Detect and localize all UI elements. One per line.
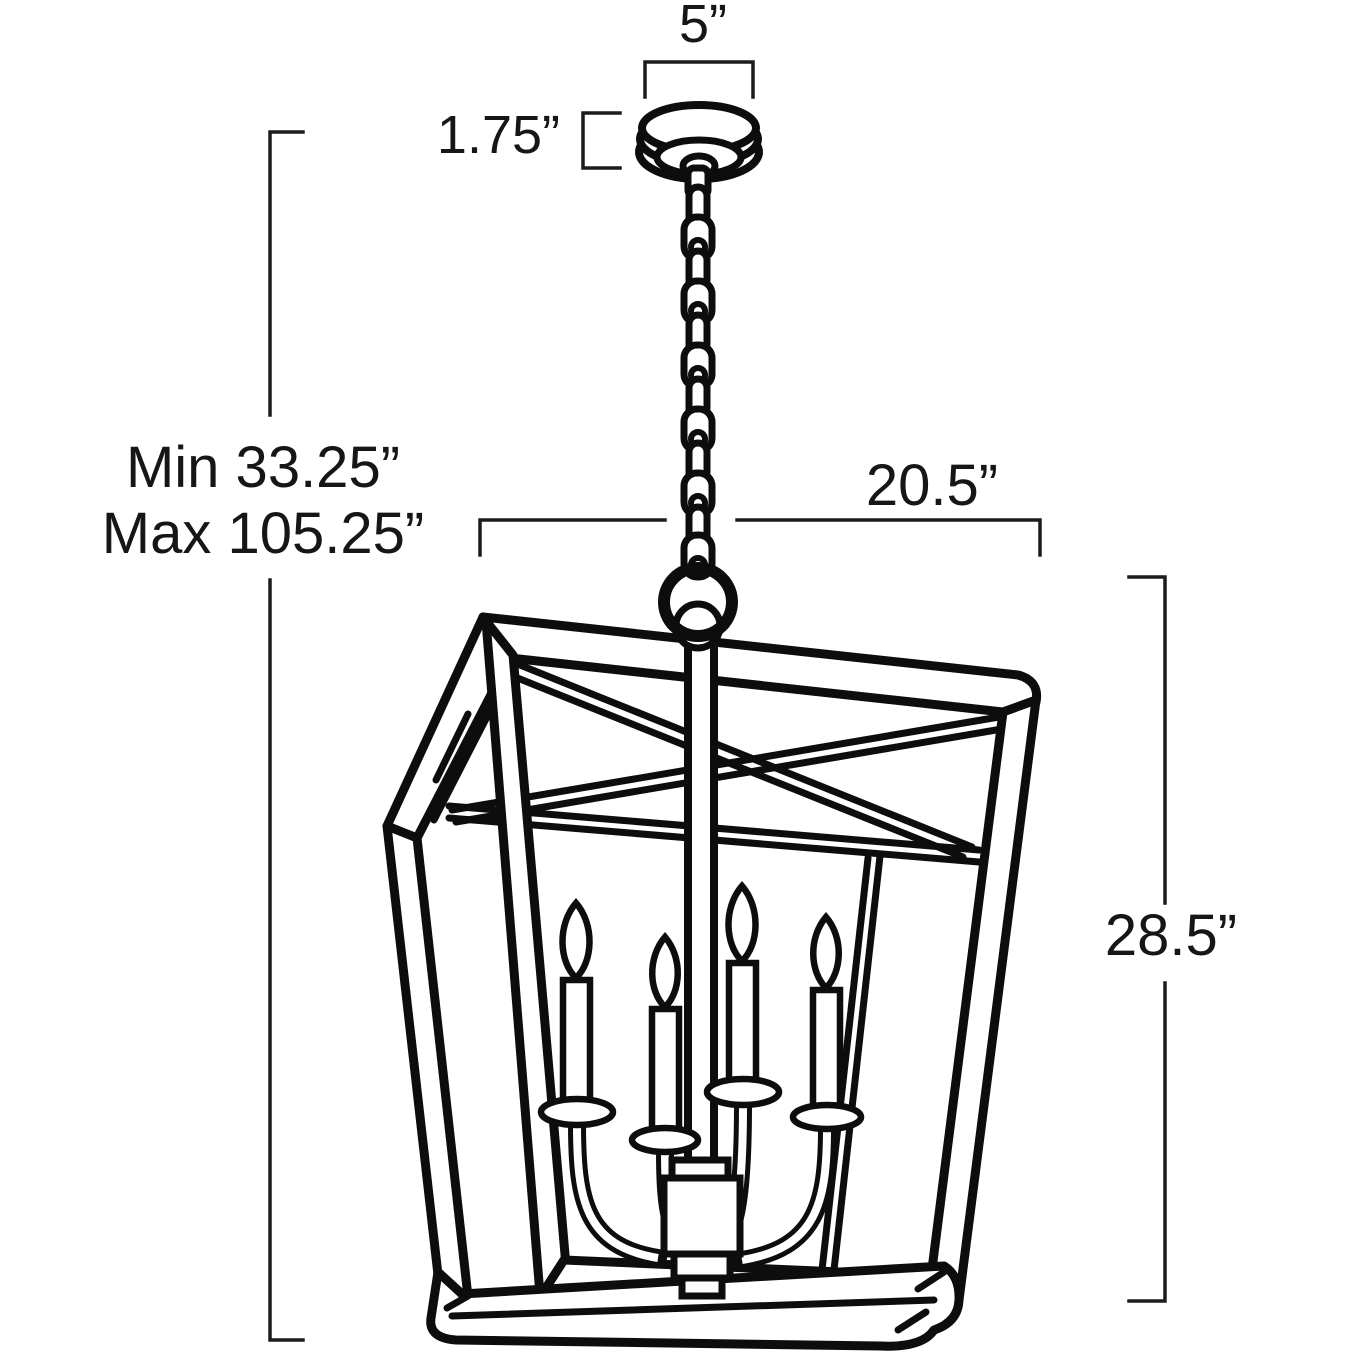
canopy-height-label: 1.75” [437, 105, 560, 165]
candle-4 [789, 912, 865, 1133]
shading-slashes [432, 710, 948, 1334]
slash-base-right-1 [914, 1268, 948, 1293]
fixture-width-line [478, 518, 1042, 557]
candle-sleeve-4 [809, 986, 844, 1118]
bobeche-3 [703, 1075, 783, 1109]
dimension-canopy-width: 5” [643, 0, 755, 99]
back-right-post [818, 852, 884, 1274]
bulb-3 [725, 881, 759, 966]
bulb-4 [810, 912, 842, 993]
dimension-overall-height: Min 33.25” Max 105.25” [102, 130, 424, 1342]
bulb-2 [649, 932, 681, 1012]
socket-hub [660, 1156, 744, 1300]
roof-diagonal-a [506, 659, 976, 861]
overall-height-line [268, 130, 305, 1342]
dimension-canopy-height: 1.75” [437, 105, 622, 170]
hanging-ring [658, 562, 738, 652]
front-left-post [481, 616, 571, 1300]
fixture-width-label: 20.5” [866, 453, 998, 518]
back-left-post [382, 821, 473, 1315]
roof-diagonal-b [448, 713, 1006, 826]
bracket-canopy-width [643, 60, 755, 99]
slash-roof-left [432, 710, 472, 784]
slash-base-right-2 [894, 1308, 930, 1334]
candle-sleeve-1 [559, 976, 594, 1112]
base [426, 1261, 964, 1351]
candles [537, 881, 865, 1156]
dimension-body-height: 28.5” [1105, 575, 1237, 1303]
base-inner-edge [448, 1296, 938, 1320]
body-height-label: 28.5” [1105, 903, 1237, 968]
ring-loop [658, 562, 738, 642]
canopy-width-label: 5” [679, 0, 727, 54]
bobeche-2 [628, 1124, 702, 1156]
hub-step-1 [670, 1250, 734, 1282]
candle-1 [537, 898, 617, 1129]
dimension-fixture-width: 20.5” [478, 453, 1042, 557]
arm-4 [733, 1120, 836, 1269]
bobeche-1 [537, 1095, 617, 1129]
bracket-canopy-height [581, 111, 622, 170]
overall-max-label: Max 105.25” [102, 501, 424, 566]
candle-sleeve-2 [648, 1005, 683, 1139]
front-right-post [926, 695, 1041, 1305]
candle-sleeve-3 [725, 959, 760, 1091]
body-height-line [1127, 575, 1167, 1303]
candle-2 [628, 932, 702, 1156]
bulb-1 [559, 898, 593, 983]
candle-3 [703, 881, 783, 1109]
hub-body [660, 1174, 744, 1258]
overall-min-label: Min 33.25” [126, 435, 400, 500]
lantern-cage [382, 612, 1042, 1351]
hub-step-2 [678, 1274, 726, 1300]
slash-base-left [443, 1292, 472, 1312]
arm-1 [568, 1115, 667, 1267]
bobeche-4 [789, 1101, 865, 1133]
hanging-chain [684, 164, 712, 577]
